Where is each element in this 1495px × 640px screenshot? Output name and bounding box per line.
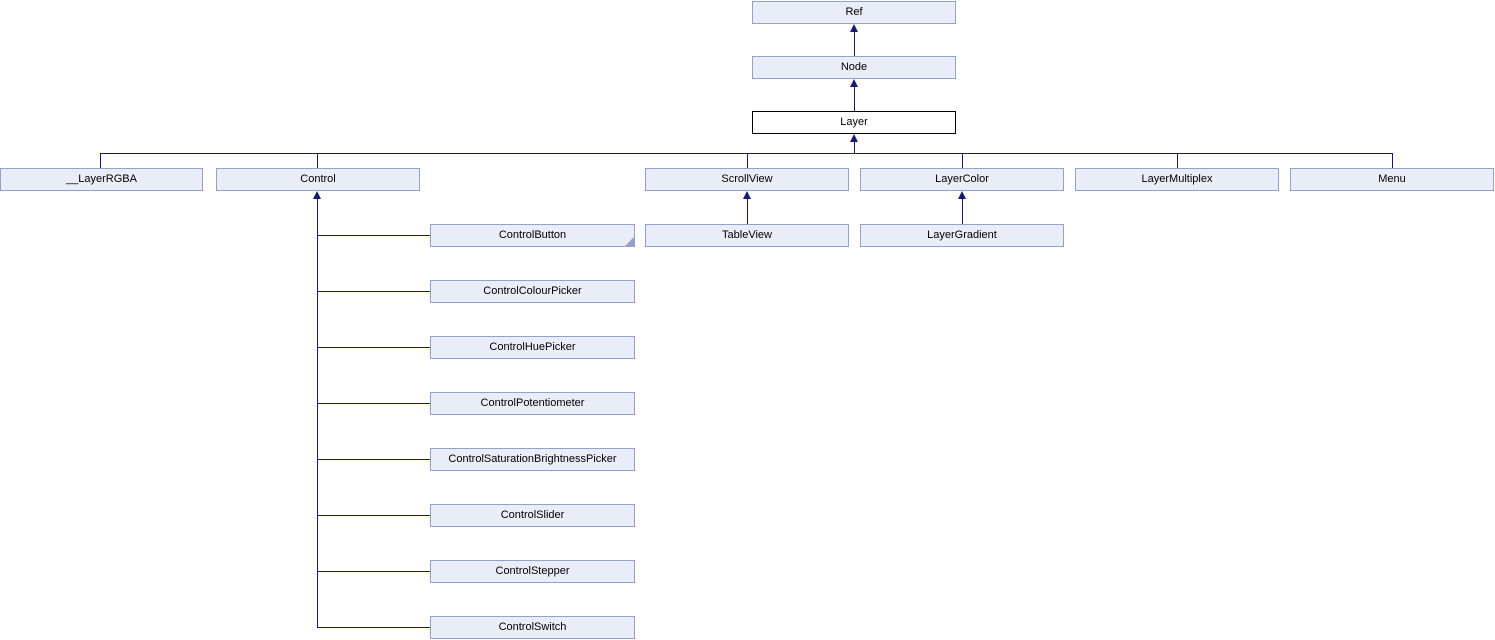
edge-stub-layercolor — [962, 153, 963, 169]
class-node-ref[interactable]: Ref — [752, 1, 956, 24]
class-node-node[interactable]: Node — [752, 56, 956, 79]
edge-branch-controlbutton — [317, 235, 430, 236]
edge-node-to-ref — [854, 32, 855, 56]
edge-stub-layer — [854, 142, 855, 153]
class-node-controlbutton[interactable]: ControlButton — [430, 224, 635, 247]
edge-stub-control — [317, 153, 318, 169]
class-node-controlslider[interactable]: ControlSlider — [430, 504, 635, 527]
arrowhead-layer-to-node — [850, 79, 858, 87]
class-node-scrollview[interactable]: ScrollView — [645, 168, 849, 191]
edge-stub-scrollview — [747, 153, 748, 169]
class-node-controlswitch[interactable]: ControlSwitch — [430, 616, 635, 639]
edge-tableview-to-scrollview — [747, 199, 748, 224]
edge-branch-controlstepper — [317, 571, 430, 572]
edge-branch-controlhuepicker — [317, 347, 430, 348]
truncated-subtree-corner-icon — [625, 237, 634, 246]
arrowhead-children-to-layer — [850, 134, 858, 142]
arrowhead-children-to-control — [313, 191, 321, 199]
edge-branch-controlswitch — [317, 627, 430, 628]
class-node-menu[interactable]: Menu — [1290, 168, 1494, 191]
class-node-controlstepper[interactable]: ControlStepper — [430, 560, 635, 583]
arrowhead-tableview-to-scrollview — [743, 191, 751, 199]
class-node-tableview[interactable]: TableView — [645, 224, 849, 247]
class-node-layer-rgba[interactable]: __LayerRGBA — [0, 168, 203, 191]
class-node-controlcolourpicker[interactable]: ControlColourPicker — [430, 280, 635, 303]
class-node-layer-current: Layer — [752, 111, 956, 134]
class-node-controlsaturationbrightnesspicker[interactable]: ControlSaturationBrightnessPicker — [430, 448, 635, 471]
edge-layer-to-node — [854, 87, 855, 111]
class-node-controlpotentiometer[interactable]: ControlPotentiometer — [430, 392, 635, 415]
class-node-layergradient[interactable]: LayerGradient — [860, 224, 1064, 247]
edge-stub-layer-rgba — [100, 153, 101, 169]
class-node-controlbutton-label: ControlButton — [498, 229, 567, 241]
edge-branch-controlpotentiometer — [317, 403, 430, 404]
edge-layergradient-to-layercolor — [962, 199, 963, 224]
edge-stub-menu — [1392, 153, 1393, 169]
edge-branch-controlsaturationbrightnesspicker — [317, 459, 430, 460]
arrowhead-layergradient-to-layercolor — [958, 191, 966, 199]
edge-trunk-control-children — [317, 199, 318, 628]
class-node-layermultiplex[interactable]: LayerMultiplex — [1075, 168, 1279, 191]
class-node-control[interactable]: Control — [216, 168, 420, 191]
arrowhead-node-to-ref — [850, 24, 858, 32]
class-node-controlhuepicker[interactable]: ControlHuePicker — [430, 336, 635, 359]
edge-stub-layermultiplex — [1177, 153, 1178, 169]
edge-branch-controlslider — [317, 515, 430, 516]
edge-bus-layer-children — [100, 153, 1393, 154]
class-node-layercolor[interactable]: LayerColor — [860, 168, 1064, 191]
edge-branch-controlcolourpicker — [317, 291, 430, 292]
